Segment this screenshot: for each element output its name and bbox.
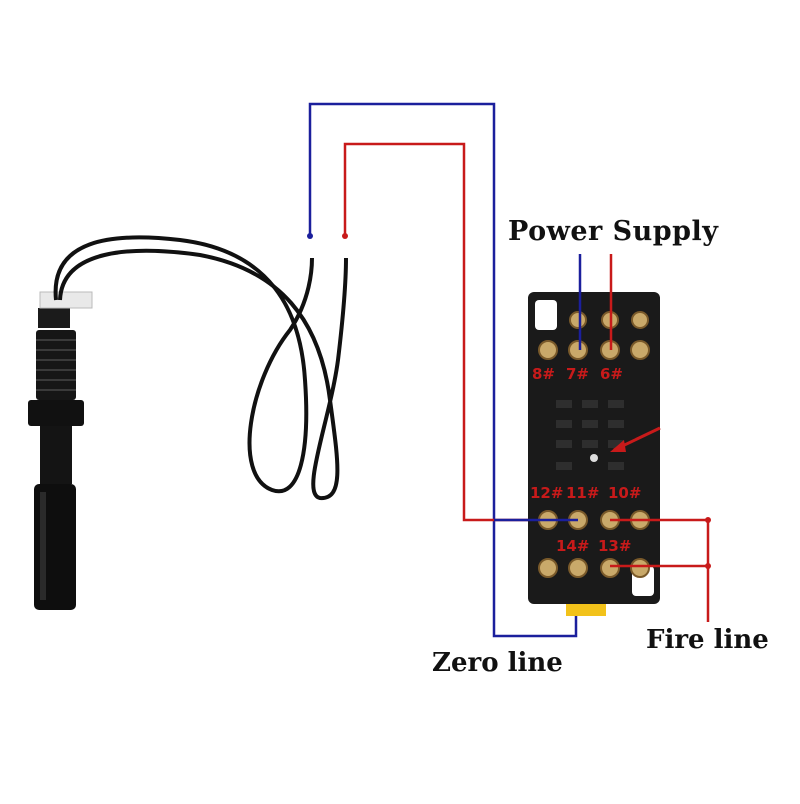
bottom-terminal-screws: [538, 510, 650, 578]
terminal-13: 13#: [598, 537, 631, 555]
sensor-hex-nut: [28, 400, 84, 426]
socket-arrow-head: [610, 440, 626, 452]
fire-junction-lower: [705, 563, 711, 569]
fire-line-wiring: [610, 517, 711, 622]
mount-hole-top: [535, 300, 557, 330]
sensor-cable-1: [53, 235, 314, 494]
zero-line-label: Zero line: [432, 648, 563, 678]
float-sensor: [28, 235, 348, 610]
fire-junction-upper: [705, 517, 711, 523]
fire-wire-sensor: [343, 142, 540, 522]
sensor-nut: [38, 308, 70, 328]
relay-socket: 8# 7# 6# 12# 11# 10# 14# 13#: [528, 292, 661, 616]
sensor-leads: [307, 102, 578, 638]
terminal-11: 11#: [566, 484, 599, 502]
sensor-cable-2: [58, 248, 348, 501]
socket-center-hole: [590, 454, 598, 462]
float-highlight: [40, 492, 46, 600]
power-supply-label: Power Supply: [508, 216, 719, 247]
socket-yellow-tab: [566, 604, 606, 616]
fire-lead-dot: [342, 233, 348, 239]
sensor-stem: [40, 426, 72, 484]
power-supply-leads: [578, 254, 613, 350]
sensor-thread: [36, 330, 76, 400]
zero-lead-dot: [307, 233, 313, 239]
fire-line-label: Fire line: [646, 625, 769, 655]
terminal-6: 6#: [600, 365, 623, 383]
top-terminal-screws: [538, 311, 650, 360]
terminal-7: 7#: [566, 365, 589, 383]
terminal-10: 10#: [608, 484, 641, 502]
zero-wire-sensor: [308, 102, 578, 638]
thread-ridges: [36, 339, 76, 391]
terminal-8: 8#: [532, 365, 555, 383]
terminal-14: 14#: [556, 537, 589, 555]
terminal-12: 12#: [530, 484, 563, 502]
socket-pin-slots: [556, 400, 624, 470]
sensor-label-tape: [39, 291, 93, 309]
